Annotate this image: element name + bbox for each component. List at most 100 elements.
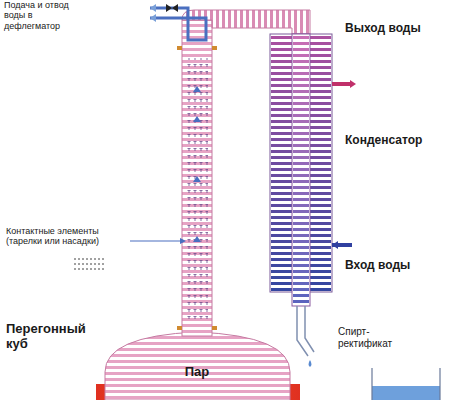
stripe	[293, 48, 309, 51]
stripe	[271, 282, 331, 285]
stripe	[293, 222, 309, 225]
condenser-jacket	[270, 34, 332, 292]
stripe	[293, 60, 309, 63]
stripe	[271, 288, 331, 291]
stripe	[293, 144, 309, 147]
tube-stripes	[293, 36, 309, 303]
stripe	[271, 246, 331, 249]
outlet-pipe	[297, 306, 314, 356]
stripe	[293, 126, 309, 129]
still-region: Пар	[150, 358, 244, 384]
stripe	[293, 168, 309, 171]
stripe	[271, 60, 331, 63]
stripe	[293, 120, 309, 123]
stripe	[271, 120, 331, 123]
leader-line	[130, 240, 184, 241]
stripe	[271, 240, 331, 243]
stripe	[293, 78, 309, 81]
stripe	[271, 156, 331, 159]
stripe	[271, 192, 331, 195]
stripe	[271, 222, 331, 225]
stripe	[293, 276, 309, 279]
stripe	[271, 252, 331, 255]
stripe	[271, 150, 331, 153]
still-pot	[105, 332, 290, 400]
stripe	[271, 66, 331, 69]
vapour-pipe	[182, 10, 310, 34]
stripe	[271, 234, 331, 237]
stripe	[271, 264, 331, 267]
stripe	[271, 114, 331, 117]
stripe	[271, 54, 331, 57]
stripe	[293, 288, 309, 291]
stripe	[293, 228, 309, 231]
condenser-tube	[292, 34, 310, 306]
stripe	[293, 264, 309, 267]
text-label: Вход воды	[345, 259, 465, 273]
water-outlet	[332, 82, 352, 86]
stripe	[293, 150, 309, 153]
text-label: Спирт-ректификат	[338, 326, 408, 349]
flanges	[177, 46, 217, 330]
stripe	[271, 186, 331, 189]
stripe	[293, 96, 309, 99]
stripe	[271, 162, 331, 165]
stripe	[293, 210, 309, 213]
drop	[309, 360, 312, 367]
stripe	[293, 66, 309, 69]
stripe	[271, 96, 331, 99]
text-label: Контактные элементы (тарелки или насадки…	[6, 226, 136, 247]
stripe	[271, 78, 331, 81]
stripe	[293, 252, 309, 255]
condenser-stripes	[271, 36, 331, 291]
stripe	[293, 108, 309, 111]
stripe	[271, 144, 331, 147]
water-arrows	[150, 4, 156, 22]
stripe	[293, 132, 309, 135]
stripe	[293, 186, 309, 189]
stripe	[271, 174, 331, 177]
receiver	[372, 368, 440, 400]
stripe	[271, 84, 331, 87]
valve	[166, 4, 178, 12]
stripe	[293, 258, 309, 261]
receiver-liquid	[372, 386, 440, 400]
column	[182, 20, 212, 336]
stripe	[271, 258, 331, 261]
stripe	[271, 216, 331, 219]
stripe	[293, 204, 309, 207]
vapour-arrows	[193, 86, 201, 242]
stripe	[293, 216, 309, 219]
stripe	[271, 108, 331, 111]
stripe	[271, 132, 331, 135]
stripe	[271, 102, 331, 105]
stripe	[271, 180, 331, 183]
stripe	[293, 114, 309, 117]
stripe	[271, 138, 331, 141]
stripe	[293, 240, 309, 243]
stripe	[293, 90, 309, 93]
stripe	[293, 102, 309, 105]
text-label: Перегонный куб	[6, 322, 106, 352]
stripe	[293, 174, 309, 177]
stripe	[271, 228, 331, 231]
stripe	[271, 90, 331, 93]
stripe	[293, 192, 309, 195]
text-label: Выход воды	[345, 22, 465, 36]
stripe	[293, 156, 309, 159]
contact-elements	[186, 58, 208, 322]
stripe	[293, 180, 309, 183]
stripe	[271, 42, 331, 45]
stripe	[293, 198, 309, 201]
stripe	[293, 84, 309, 87]
stripe	[293, 246, 309, 249]
stripe	[271, 198, 331, 201]
stripe	[271, 210, 331, 213]
stripe	[271, 72, 331, 75]
stripe	[271, 276, 331, 279]
stripe	[293, 36, 309, 39]
stripe	[293, 294, 309, 297]
stripe	[271, 48, 331, 51]
